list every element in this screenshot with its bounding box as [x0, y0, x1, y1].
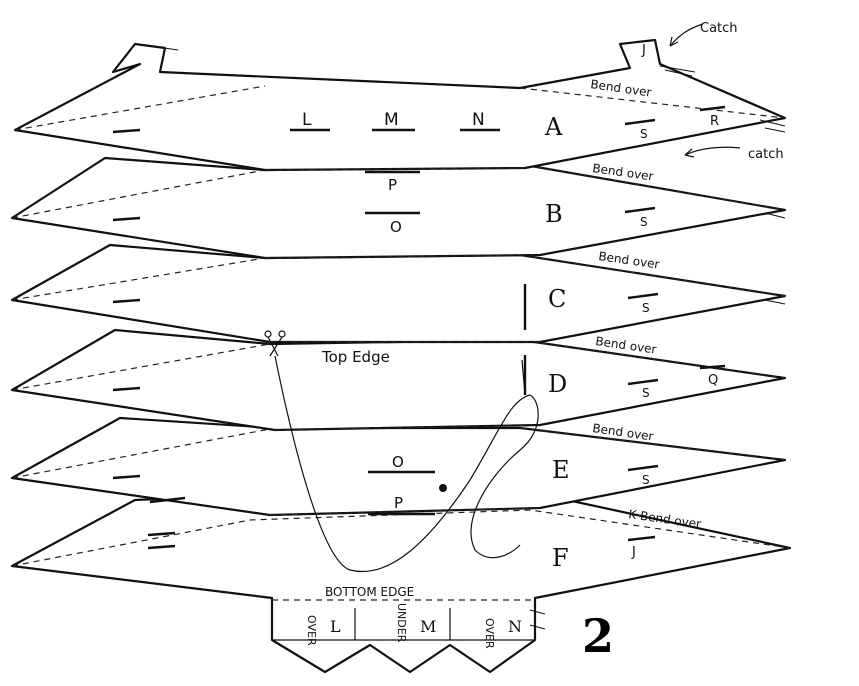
mark-s-c: S: [642, 301, 650, 315]
flap-letter-1: L: [330, 617, 341, 636]
mark-s-a: S: [640, 127, 648, 141]
top-tab-letter: J: [641, 43, 646, 58]
mark-q: Q: [708, 373, 718, 388]
mark-j-f: J: [631, 545, 636, 560]
mark-m: M: [384, 110, 399, 130]
figure-number: 2: [582, 609, 614, 663]
mark-s-d: S: [642, 386, 650, 400]
panel-label-b: B: [545, 200, 563, 228]
mark-p-e: P: [394, 494, 403, 512]
flap-letter-3: N: [508, 617, 522, 636]
mark-s-b: S: [640, 215, 648, 229]
mark-p: P: [388, 176, 397, 194]
mark-n: N: [472, 110, 485, 130]
panel-label-c: C: [548, 285, 566, 313]
panel-b-marks: P O: [365, 170, 420, 236]
panel-labels: A B C D E F: [544, 113, 570, 572]
mark-r: R: [710, 114, 719, 129]
catch-label-top: Catch: [700, 21, 738, 36]
right-marks: S R S S S Q S J: [624, 105, 726, 560]
mark-o: O: [390, 218, 402, 236]
bottom-edge-label: BOTTOM EDGE: [325, 585, 414, 599]
panel-label-d: D: [548, 370, 567, 398]
panel-label-e: E: [552, 456, 570, 484]
panel-a-marks: L M N: [290, 110, 500, 132]
bottom-flaps: OVER L UNDER M OVER N: [305, 603, 522, 649]
top-edge-label: Top Edge: [321, 348, 390, 366]
flap-direction-2: UNDER: [395, 603, 408, 643]
scissors-icon: [264, 330, 286, 357]
flap-direction-1: OVER: [305, 615, 318, 646]
panel-e-marks: O P: [368, 453, 447, 516]
panel-e: [10, 416, 787, 517]
panel-b: [10, 156, 787, 260]
catch-callouts: Catch catch: [669, 21, 784, 162]
panel-a: [13, 38, 787, 172]
flap-direction-3: OVER: [483, 618, 496, 649]
left-marks: [112, 128, 186, 550]
panel-d: [10, 328, 787, 432]
needle-icon: [521, 359, 526, 396]
mark-l: L: [302, 110, 312, 130]
panel-label-a: A: [544, 113, 563, 141]
mark-s-e: S: [642, 473, 650, 487]
flap-letter-2: M: [420, 617, 436, 636]
catch-label-second: catch: [748, 147, 784, 162]
panel-label-f: F: [552, 544, 569, 572]
mark-o-e: O: [392, 453, 404, 471]
shadow-hatching: [149, 45, 786, 630]
panel-c: [10, 243, 787, 344]
thread: [274, 355, 539, 572]
